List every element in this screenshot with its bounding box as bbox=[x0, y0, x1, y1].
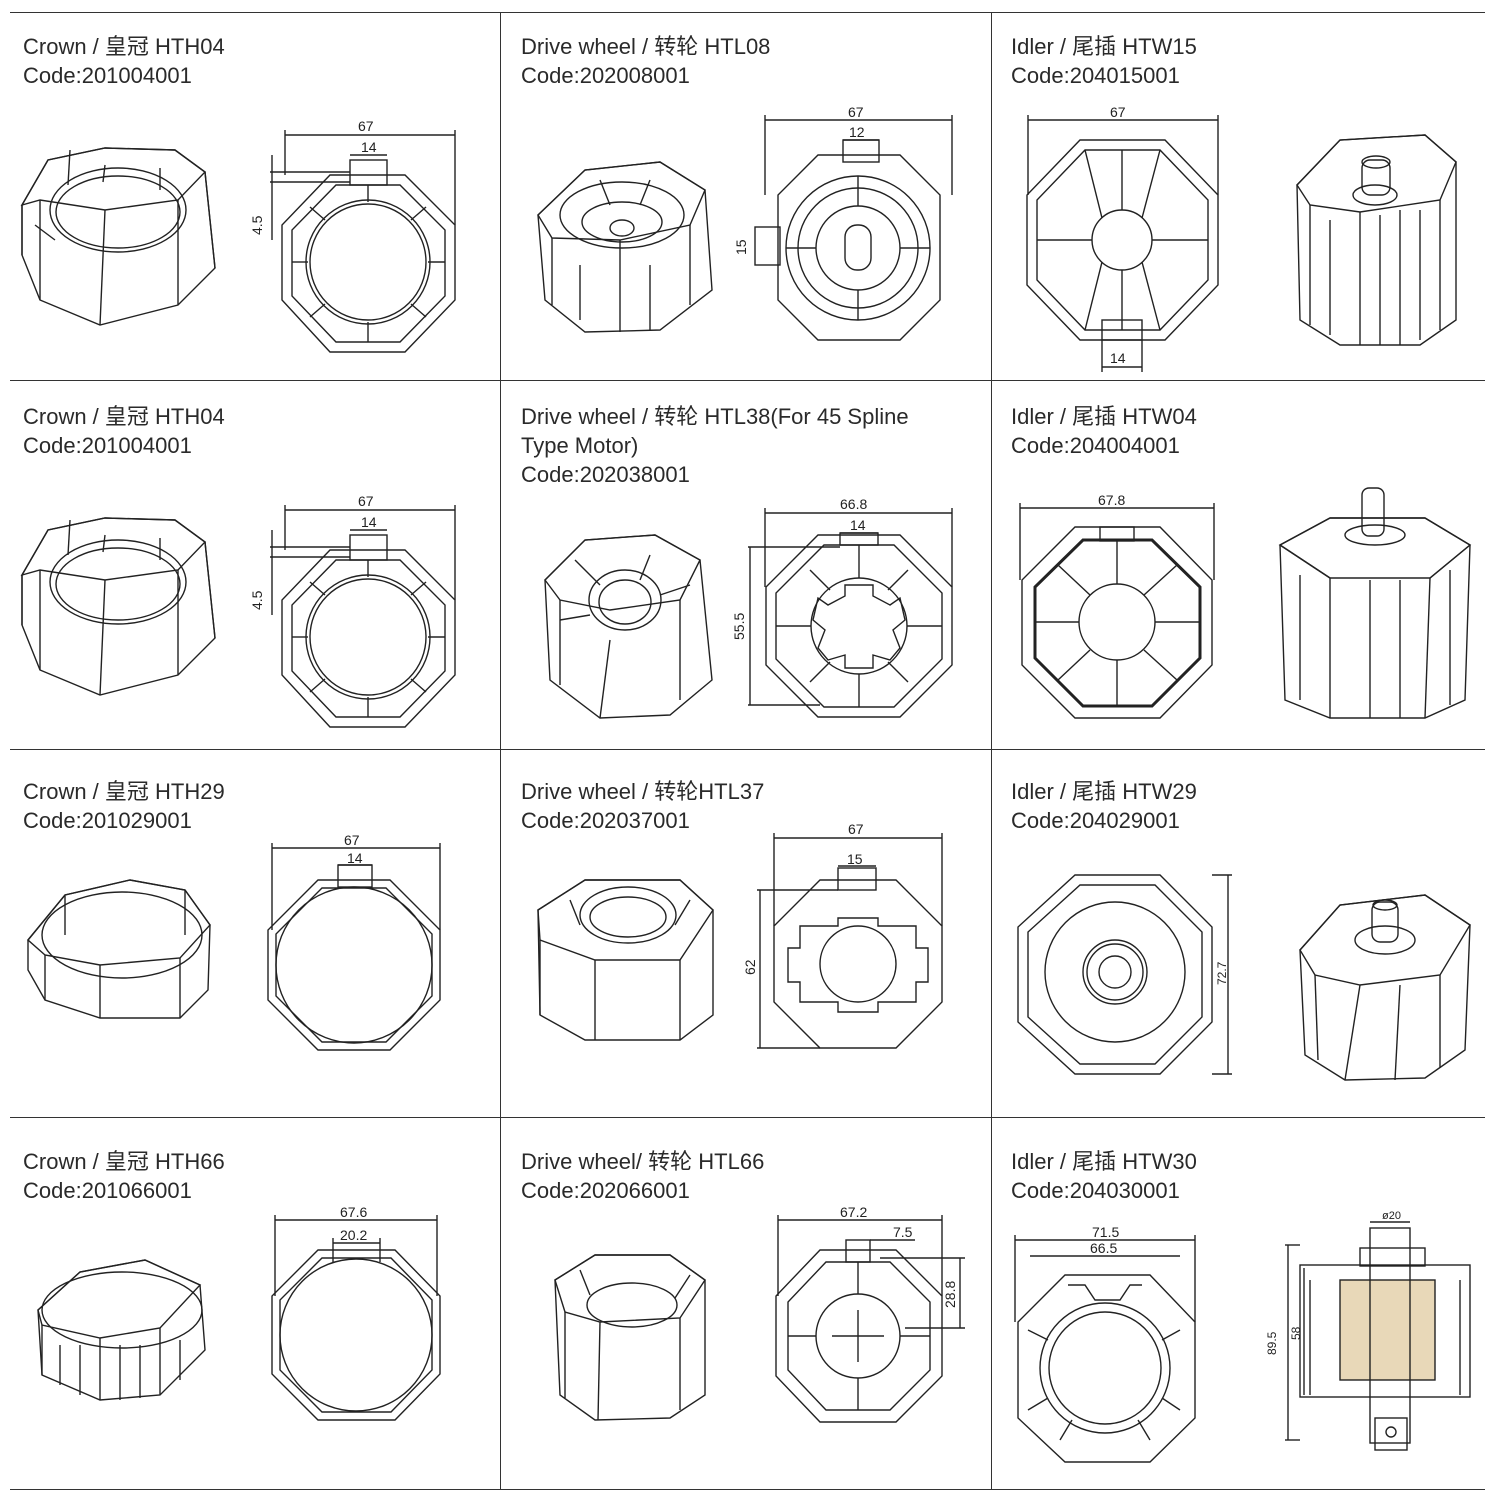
isometric-view-idler-htw15 bbox=[1296, 134, 1457, 346]
product-title: Drive wheel / 转轮 HTL08 bbox=[521, 34, 771, 59]
dimension-label: 67.8 bbox=[1098, 492, 1125, 508]
product-title: Idler / 尾插 HTW30 bbox=[1011, 1149, 1197, 1174]
dimension-label: ø20 bbox=[1382, 1210, 1401, 1222]
product-title: Crown / 皇冠 HTH04 bbox=[23, 404, 225, 429]
grid-line-row-3 bbox=[10, 1117, 1485, 1118]
product-code: Code:201029001 bbox=[23, 808, 192, 833]
dimension-label: 67.6 bbox=[340, 1204, 367, 1220]
dimension-label: 67 bbox=[848, 104, 864, 120]
dimension-label: 28.8 bbox=[942, 1281, 958, 1308]
product-title: Drive wheel / 转轮HTL37 bbox=[521, 779, 765, 804]
dimension-label: 67 bbox=[1110, 104, 1126, 120]
grid-line-col-2 bbox=[991, 12, 992, 1490]
dimension-label: 67.2 bbox=[840, 1204, 867, 1220]
dimension-label: 15 bbox=[733, 239, 749, 255]
front-view-idler-htw04 bbox=[1019, 503, 1215, 719]
front-view-crown-hth29 bbox=[267, 843, 441, 1051]
isometric-view-drive-wheel-htl66 bbox=[554, 1254, 706, 1421]
isometric-view-drive-wheel-htl08 bbox=[537, 161, 713, 333]
dimension-label: 62 bbox=[742, 959, 758, 975]
product-code: Code:201004001 bbox=[23, 63, 192, 88]
dimension-label: 4.5 bbox=[249, 590, 265, 610]
product-title-continued: Type Motor) bbox=[521, 433, 639, 458]
grid-line-bottom bbox=[10, 1489, 1485, 1490]
product-code: Code:202066001 bbox=[521, 1178, 690, 1203]
product-code: Code:204015001 bbox=[1011, 63, 1180, 88]
front-view-crown-hth04-a bbox=[270, 130, 456, 353]
dimension-label: 66.8 bbox=[840, 496, 867, 512]
product-title: Crown / 皇冠 HTH66 bbox=[23, 1149, 225, 1174]
dimension-label: 12 bbox=[849, 124, 865, 140]
front-view-drive-wheel-htl38 bbox=[748, 508, 953, 718]
isometric-view-drive-wheel-htl38 bbox=[544, 534, 713, 719]
section-view-idler-htw30 bbox=[1285, 1221, 1471, 1451]
dimension-label: 55.5 bbox=[731, 613, 747, 640]
product-code: Code:204029001 bbox=[1011, 808, 1180, 833]
isometric-view-crown-hth66 bbox=[37, 1259, 206, 1401]
product-code: Code:201004001 bbox=[23, 433, 192, 458]
isometric-view-crown-hth04-a bbox=[20, 147, 216, 326]
dimension-label: 7.5 bbox=[893, 1224, 913, 1240]
product-title: Crown / 皇冠 HTH29 bbox=[23, 779, 225, 804]
isometric-view-crown-hth04-b bbox=[20, 517, 216, 696]
dimension-label: 71.5 bbox=[1092, 1224, 1119, 1240]
dimension-label: 14 bbox=[347, 850, 363, 866]
front-view-crown-hth66 bbox=[271, 1215, 441, 1421]
product-code: Code:202038001 bbox=[521, 462, 690, 487]
product-title: Drive wheel/ 转轮 HTL66 bbox=[521, 1149, 765, 1174]
front-view-drive-wheel-htl66 bbox=[775, 1215, 965, 1423]
product-title: Idler / 尾插 HTW15 bbox=[1011, 34, 1197, 59]
product-title: Idler / 尾插 HTW04 bbox=[1011, 404, 1197, 429]
dimension-label: 14 bbox=[850, 517, 866, 533]
dimension-label: 4.5 bbox=[249, 215, 265, 235]
dimension-label: 67 bbox=[358, 493, 374, 509]
grid-line-row-2 bbox=[10, 749, 1485, 750]
dimension-label: 67 bbox=[358, 118, 374, 134]
dimension-label: 89.5 bbox=[1265, 1331, 1279, 1355]
grid-line-row-1 bbox=[10, 380, 1485, 381]
isometric-view-idler-htw04 bbox=[1278, 487, 1472, 719]
dimension-label: 72.7 bbox=[1215, 961, 1229, 985]
isometric-view-idler-htw29 bbox=[1299, 894, 1471, 1081]
dimension-label: 15 bbox=[847, 851, 863, 867]
isometric-view-drive-wheel-htl37 bbox=[537, 879, 714, 1041]
product-title: Crown / 皇冠 HTH04 bbox=[23, 34, 225, 59]
dimension-label: 66.5 bbox=[1090, 1240, 1117, 1256]
dimension-label: 58 bbox=[1289, 1326, 1303, 1340]
dimension-label: 20.2 bbox=[340, 1227, 367, 1243]
product-code: Code:204030001 bbox=[1011, 1178, 1180, 1203]
isometric-view-crown-hth29 bbox=[27, 879, 211, 1019]
product-code: Code:201066001 bbox=[23, 1178, 192, 1203]
dimension-label: 14 bbox=[361, 514, 377, 530]
product-code: Code:202037001 bbox=[521, 808, 690, 833]
dimension-label: 14 bbox=[1110, 350, 1126, 366]
front-view-drive-wheel-htl37 bbox=[757, 833, 943, 1049]
front-view-idler-htw30 bbox=[1014, 1235, 1196, 1463]
front-view-drive-wheel-htl08 bbox=[754, 115, 953, 341]
dimension-label: 14 bbox=[361, 139, 377, 155]
product-code: Code:202008001 bbox=[521, 63, 690, 88]
grid-line-top bbox=[10, 12, 1485, 13]
front-view-idler-htw29 bbox=[1017, 874, 1232, 1075]
dimension-label: 67 bbox=[848, 821, 864, 837]
product-title: Idler / 尾插 HTW29 bbox=[1011, 779, 1197, 804]
product-code: Code:204004001 bbox=[1011, 433, 1180, 458]
dimension-label: 67 bbox=[344, 832, 360, 848]
front-view-idler-htw15 bbox=[1026, 115, 1219, 372]
product-title: Drive wheel / 转轮 HTL38(For 45 Spline bbox=[521, 404, 909, 429]
grid-line-col-1 bbox=[500, 12, 501, 1490]
front-view-crown-hth04-b bbox=[270, 505, 456, 728]
